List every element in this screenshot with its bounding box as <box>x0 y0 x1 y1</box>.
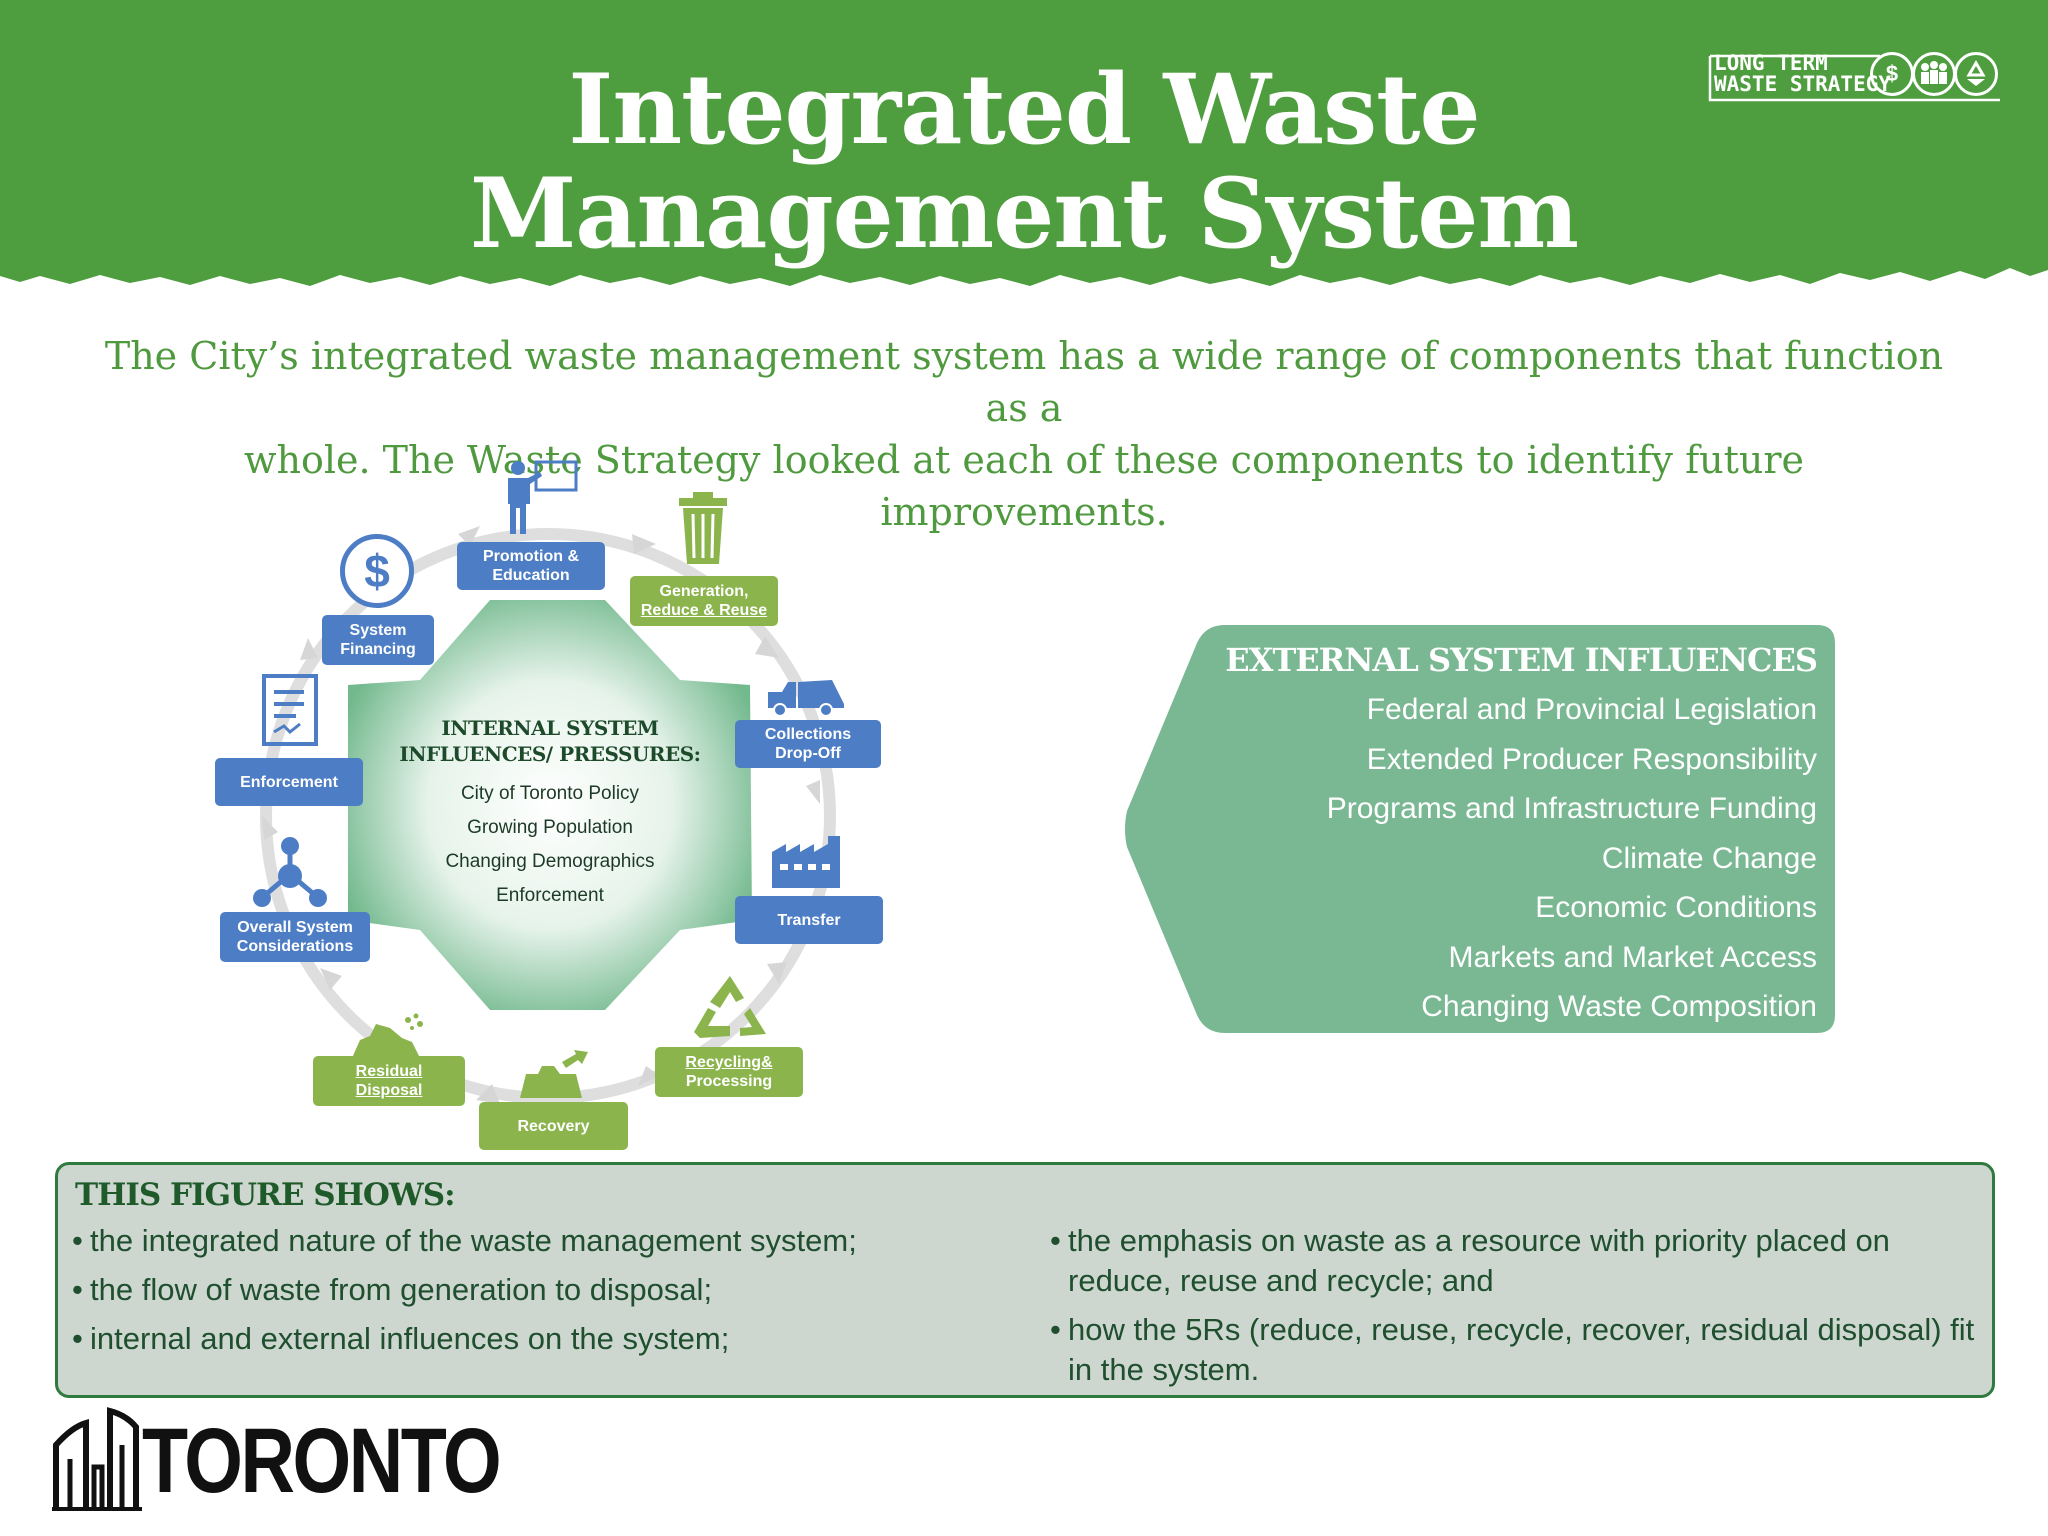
toronto-logo: TORONTO <box>52 1405 502 1515</box>
internal-influences: INTERNAL SYSTEM INFLUENCES/ PRESSURES: C… <box>395 715 705 913</box>
figure-shows-item: the integrated nature of the waste manag… <box>70 1221 1050 1261</box>
recycle-icon <box>1954 52 1998 96</box>
header-background <box>0 0 2048 286</box>
title-line-2: Management System <box>469 157 1579 270</box>
node-collections-drop-off: Collections Drop-Off <box>735 720 881 768</box>
external-item: Markets and Market Access <box>1448 940 1817 974</box>
intro-paragraph: The City’s integrated waste management s… <box>100 330 1948 538</box>
node-label: System <box>349 622 407 639</box>
logo-text: LONG TERM WASTE STRATEGY <box>1714 53 1891 95</box>
figure-shows-box: THIS FIGURE SHOWS: the integrated nature… <box>55 1162 1995 1398</box>
node-residual-disposal: Residual Disposal <box>313 1056 465 1106</box>
logo-line-1: LONG TERM <box>1714 51 1828 75</box>
truck-icon <box>768 680 844 717</box>
external-influences-panel: EXTERNAL SYSTEM INFLUENCES Federal and P… <box>1125 625 1835 1033</box>
internal-influences-title: INTERNAL SYSTEM INFLUENCES/ PRESSURES: <box>395 715 705 767</box>
node-label: Collections <box>764 726 852 743</box>
intro-line-2: whole. The Waste Strategy looked at each… <box>243 438 1805 534</box>
node-label: Recycling& <box>685 1054 773 1071</box>
internal-item: Growing Population <box>467 817 633 838</box>
node-label: Overall System <box>237 919 353 936</box>
network-nodes-icon <box>253 837 327 907</box>
internal-title-line-2: INFLUENCES/ PRESSURES: <box>399 742 701 766</box>
recovery-icon <box>520 1050 588 1098</box>
external-item: Changing Waste Composition <box>1421 990 1817 1023</box>
dollar-coin-glyph: $ <box>364 545 390 597</box>
node-recycling-processing: Recycling& Processing <box>655 1047 803 1097</box>
title-line-1: Integrated Waste <box>568 53 1480 166</box>
people-icon-shape <box>1921 61 1947 84</box>
external-influences-title: EXTERNAL SYSTEM INFLUENCES <box>1225 641 1818 679</box>
node-label: Transfer <box>777 911 841 929</box>
figure-shows-item: how the 5Rs (reduce, reuse, recycle, rec… <box>1048 1310 1978 1390</box>
figure-shows-right-list: the emphasis on waste as a resource with… <box>1048 1221 1978 1399</box>
landfill-icon <box>352 1013 423 1058</box>
node-enforcement: Enforcement <box>215 758 363 806</box>
waste-cycle-diagram: INTERNAL SYSTEM INFLUENCES/ PRESSURES: C… <box>200 450 900 1160</box>
figure-shows-title: THIS FIGURE SHOWS: <box>75 1177 456 1213</box>
dollar-glyph: $ <box>1885 61 1899 86</box>
toronto-city-hall-icon <box>52 1407 142 1511</box>
node-label: Processing <box>685 1073 773 1090</box>
node-label: Financing <box>340 641 416 658</box>
page-title: Integrated Waste Management System <box>0 58 2048 266</box>
node-label: Residual <box>355 1063 423 1080</box>
logo-line-2: WASTE STRATEGY <box>1714 72 1892 96</box>
internal-item: Enforcement <box>496 885 604 906</box>
node-system-financing: System Financing <box>322 615 434 665</box>
internal-title-line-1: INTERNAL SYSTEM <box>441 716 659 740</box>
external-influences-content: EXTERNAL SYSTEM INFLUENCES Federal and P… <box>1225 635 1818 1032</box>
figure-shows-item: the emphasis on waste as a resource with… <box>1048 1221 1978 1301</box>
internal-item: Changing Demographics <box>445 851 655 872</box>
node-label: Reduce & Reuse <box>640 602 768 619</box>
intro-line-1: The City’s integrated waste management s… <box>104 334 1944 430</box>
node-label: Promotion & <box>483 548 579 565</box>
external-item: Extended Producer Responsibility <box>1366 742 1817 776</box>
recycle-icon-shape <box>1966 60 1986 86</box>
logo-frame <box>1708 54 2000 102</box>
factory-icon <box>772 836 840 888</box>
node-label: Enforcement <box>240 773 338 791</box>
node-label: Disposal <box>355 1082 423 1099</box>
node-label: Considerations <box>236 938 354 955</box>
node-label: Education <box>492 567 570 584</box>
node-label: Generation, <box>659 583 749 600</box>
ring-arrows <box>262 526 820 1104</box>
node-recovery: Recovery <box>479 1102 628 1150</box>
figure-shows-item: the flow of waste from generation to dis… <box>70 1270 1050 1310</box>
trash-can-icon <box>679 492 727 564</box>
internal-influences-list: City of Toronto Policy Growing Populatio… <box>395 777 705 913</box>
node-generation-reduce-reuse: Generation, Reduce & Reuse <box>630 576 778 626</box>
recycle-symbol-icon <box>694 976 766 1038</box>
node-promotion-education: Promotion & Education <box>457 542 605 590</box>
node-label: Recovery <box>517 1117 590 1135</box>
external-item: Programs and Infrastructure Funding <box>1326 792 1817 825</box>
node-transfer: Transfer <box>735 896 883 944</box>
document-icon <box>262 674 318 746</box>
long-term-waste-strategy-logo: LONG TERM WASTE STRATEGY $ <box>1700 50 2000 110</box>
toronto-wordmark: TORONTO <box>142 1410 502 1512</box>
header-banner: Integrated Waste Management System LONG … <box>0 0 2048 300</box>
node-overall-system-considerations: Overall System Considerations <box>220 912 370 962</box>
dollar-icon: $ <box>1870 52 1914 96</box>
external-item: Climate Change <box>1601 841 1817 875</box>
figure-shows-left-list: the integrated nature of the waste manag… <box>70 1221 1050 1368</box>
people-icon <box>1912 52 1956 96</box>
internal-influences-octagon <box>348 600 752 1010</box>
external-item: Federal and Provincial Legislation <box>1366 693 1817 726</box>
external-item: Economic Conditions <box>1535 891 1817 924</box>
internal-item: City of Toronto Policy <box>460 783 640 804</box>
dollar-coin-icon: $ <box>340 534 414 608</box>
node-label: Drop-Off <box>775 745 841 762</box>
figure-shows-item: internal and external influences on the … <box>70 1319 1050 1359</box>
presenter-icon <box>508 460 578 534</box>
external-influences-shape <box>1125 625 1835 1033</box>
